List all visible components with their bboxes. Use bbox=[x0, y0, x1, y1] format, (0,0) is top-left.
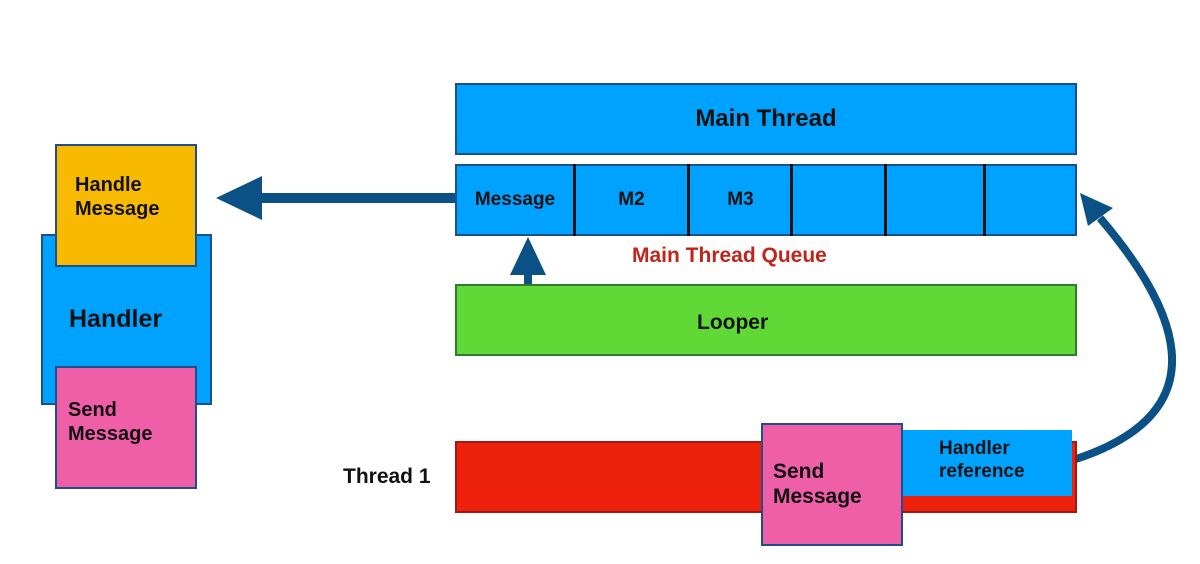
queue-divider bbox=[790, 164, 793, 236]
main-thread-queue: Message M2 M3 bbox=[455, 164, 1077, 236]
handle-message-box: Handle Message bbox=[55, 144, 197, 267]
queue-divider bbox=[573, 164, 576, 236]
queue-cell-empty-1 bbox=[793, 166, 885, 234]
queue-cell-empty-3 bbox=[985, 166, 1075, 234]
looper-box: Looper bbox=[455, 284, 1077, 356]
handle-message-label: Handle Message bbox=[75, 174, 160, 220]
handler-reference-label: Handler reference bbox=[939, 438, 1025, 482]
queue-divider bbox=[983, 164, 986, 236]
looper-label: Looper bbox=[697, 311, 769, 334]
handler-label: Handler bbox=[69, 305, 163, 333]
handler-reference-box: Handler reference bbox=[903, 430, 1072, 496]
main-thread-title: Main Thread bbox=[695, 104, 837, 132]
queue-cell-message: Message bbox=[474, 189, 556, 210]
main-thread-box: Main Thread bbox=[455, 83, 1077, 155]
queue-divider bbox=[884, 164, 887, 236]
arrow-queue-to-handler bbox=[216, 176, 455, 220]
queue-cell-m2: M2 bbox=[618, 189, 645, 210]
queue-cell-m3: M3 bbox=[727, 189, 754, 210]
queue-caption: Main Thread Queue bbox=[632, 244, 827, 267]
handler-send-message-box: Send Message bbox=[55, 366, 197, 489]
thread1-send-message-box: Send Message bbox=[761, 423, 903, 546]
thread1-send-message-label: Send Message bbox=[773, 460, 862, 509]
arrow-thread1-to-queue bbox=[1071, 193, 1176, 464]
handler-send-message-label: Send Message bbox=[68, 399, 153, 445]
thread1-label: Thread 1 bbox=[343, 465, 431, 488]
queue-cell-empty-2 bbox=[887, 166, 983, 234]
queue-divider bbox=[687, 164, 690, 236]
